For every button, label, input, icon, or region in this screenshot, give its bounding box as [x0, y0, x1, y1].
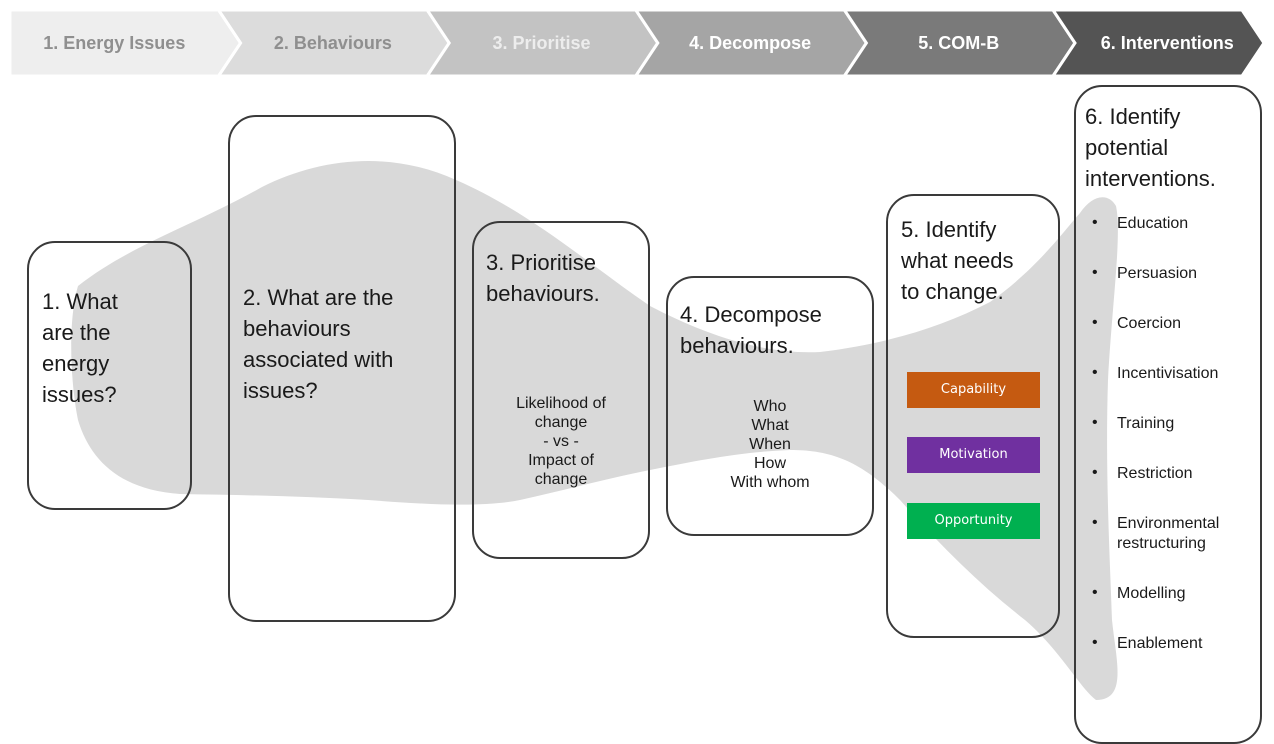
intervention-item: Coercion [1092, 313, 1219, 334]
chevron-label-5: 5. COM-B [918, 33, 999, 53]
motivation-tag: Motivation [907, 437, 1040, 473]
box-decompose-body: Who What When How With whom [730, 398, 810, 491]
box-prioritise [472, 221, 650, 559]
opportunity-tag: Opportunity [907, 503, 1040, 539]
box-interventions [1074, 85, 1262, 744]
intervention-item: Modelling [1092, 583, 1219, 604]
box-prioritise-body: Likelihood of change - vs - Impact of ch… [516, 395, 606, 488]
capability-tag: Capability [907, 372, 1040, 408]
chevron-label-3: 3. Prioritise [492, 33, 590, 53]
chevron-label-1: 1. Energy Issues [43, 33, 185, 53]
chevron-label-4: 4. Decompose [689, 33, 811, 53]
intervention-item: Incentivisation [1092, 363, 1219, 384]
box-behaviours-title: 2. What are the behaviours associated wi… [243, 285, 394, 403]
intervention-item: Restriction [1092, 463, 1219, 484]
box-behaviours [228, 115, 456, 622]
process-chevrons: 1. Energy Issues 2. Behaviours 3. Prioriti… [8, 8, 1266, 78]
box-interventions-title: 6. Identify potential interventions. [1085, 104, 1216, 191]
fish-shape [71, 161, 1118, 700]
box-decompose [666, 276, 874, 536]
chevron-label-6: 6. Interventions [1101, 33, 1234, 53]
box-energy-issues-title: 1. What are the energy issues? [42, 289, 118, 407]
intervention-item: Education [1092, 213, 1219, 234]
box-decompose-title: 4. Decompose behaviours. [680, 302, 822, 358]
box-com-b [886, 194, 1060, 638]
intervention-item: Training [1092, 413, 1219, 434]
chevron-label-2: 2. Behaviours [274, 33, 392, 53]
interventions-list: EducationPersuasionCoercionIncentivisati… [1092, 213, 1219, 654]
intervention-item: Persuasion [1092, 263, 1219, 284]
intervention-item: Enablement [1092, 633, 1219, 654]
box-prioritise-title: 3. Prioritise behaviours. [486, 250, 600, 306]
box-energy-issues [27, 241, 192, 510]
intervention-item: Environmental restructuring [1092, 513, 1219, 554]
chevron-step-6 [1050, 8, 1266, 78]
box-com-b-title: 5. Identify what needs to change. [901, 217, 1014, 304]
